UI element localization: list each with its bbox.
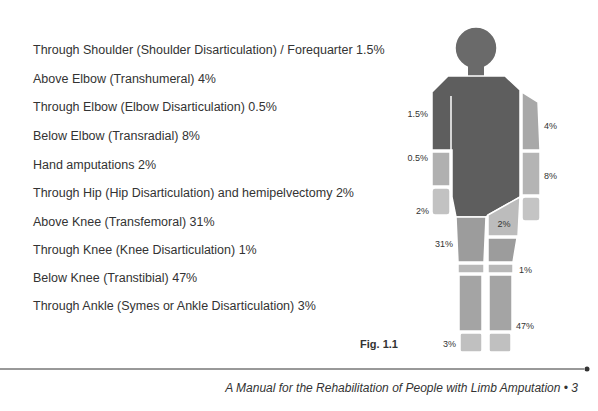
percentage-label: 0.5%	[407, 154, 428, 163]
left-hand	[432, 188, 450, 215]
percentage-label: 3%	[443, 340, 456, 349]
amputation-level-label: Through Shoulder (Shoulder Disarticulati…	[33, 44, 385, 57]
percentage-label: 2%	[497, 220, 510, 229]
amputation-level-label: Through Knee (Knee Disarticulation) 1%	[33, 244, 257, 257]
amputation-level-label: Above Elbow (Transhumeral) 4%	[33, 73, 216, 86]
left-forearm	[432, 152, 450, 186]
left-knee	[458, 264, 484, 273]
footer-rule	[0, 369, 584, 370]
left-shin	[459, 275, 482, 331]
left-foot	[460, 333, 482, 352]
percentage-label: 47%	[516, 322, 534, 331]
footer-text: A Manual for the Rehabilitation of Peopl…	[225, 382, 578, 394]
amputation-level-label: Hand amputations 2%	[33, 159, 156, 172]
left-thigh	[456, 217, 486, 262]
right-thigh	[488, 238, 517, 262]
right-hand	[522, 197, 540, 221]
percentage-label: 2%	[416, 207, 429, 216]
footer-dot	[585, 367, 590, 372]
right-foot	[489, 333, 511, 352]
head	[455, 27, 497, 69]
hip-region	[488, 197, 520, 236]
right-knee	[488, 264, 513, 273]
amputation-level-label: Above Knee (Transfemoral) 31%	[33, 216, 215, 229]
torso	[432, 76, 520, 217]
right-shin	[489, 275, 512, 331]
amputation-level-label: Through Ankle (Symes or Ankle Disarticul…	[33, 300, 316, 313]
amputation-level-label: Below Knee (Transtibial) 47%	[33, 272, 197, 285]
percentage-label: 8%	[544, 172, 557, 181]
shoulder-line	[450, 96, 452, 150]
right-upper-arm	[522, 92, 540, 150]
right-forearm	[522, 152, 540, 195]
amputation-level-label: Through Hip (Hip Disarticulation) and he…	[33, 187, 354, 200]
percentage-label: 4%	[544, 122, 557, 131]
percentage-label: 1%	[519, 266, 532, 275]
figure-caption: Fig. 1.1	[360, 339, 398, 350]
amputation-level-label: Through Elbow (Elbow Disarticulation) 0.…	[33, 101, 277, 114]
amputation-level-label: Below Elbow (Transradial) 8%	[33, 130, 200, 143]
percentage-label: 31%	[435, 240, 453, 249]
percentage-label: 1.5%	[407, 110, 428, 119]
body-silhouette	[432, 27, 540, 352]
